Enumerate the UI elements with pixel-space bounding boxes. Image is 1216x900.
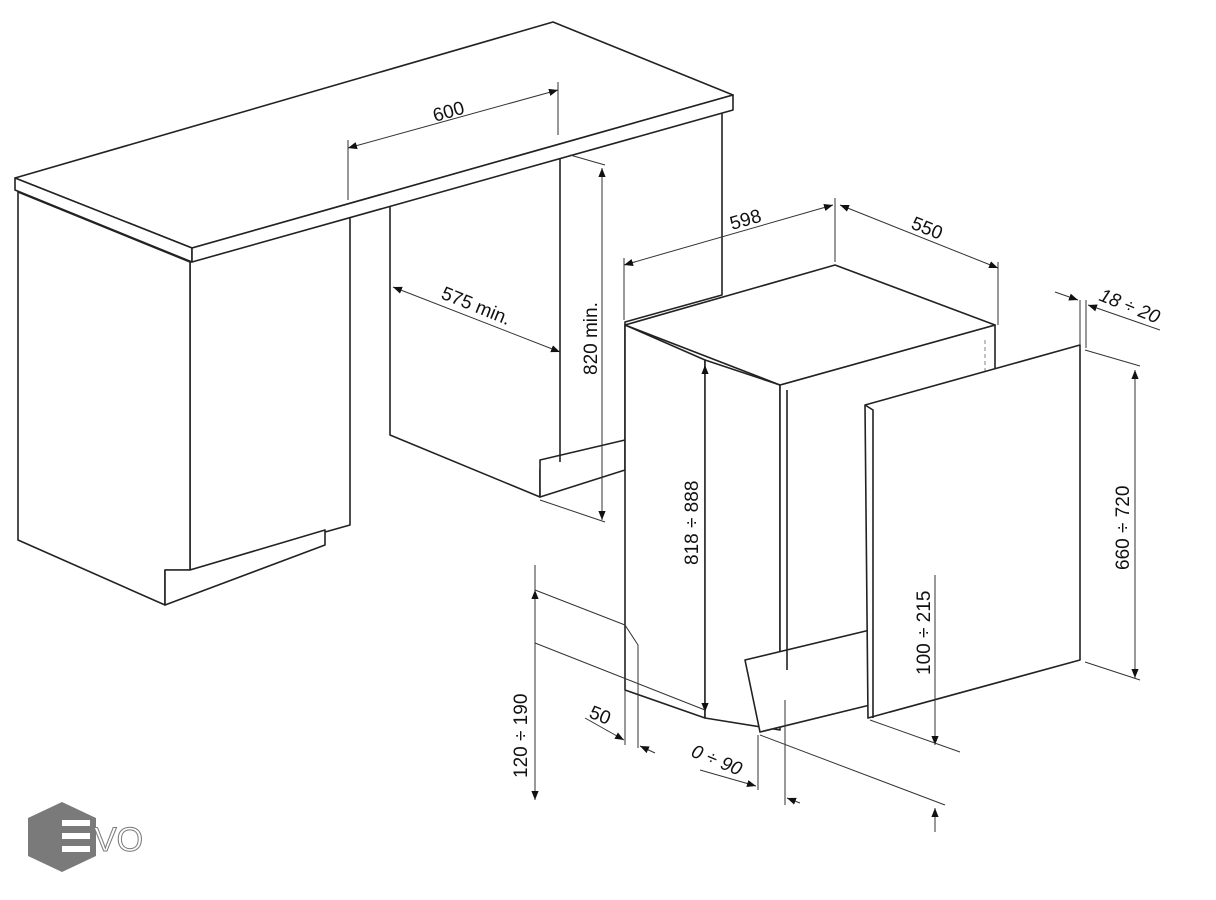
label-598: 598 xyxy=(728,206,764,235)
dimension-lines xyxy=(347,82,1161,832)
label-820-min: 820 min. xyxy=(581,302,602,375)
label-18-20: 18 ÷ 20 xyxy=(1096,285,1163,328)
label-818-888: 818 ÷ 888 xyxy=(682,481,703,565)
label-550: 550 xyxy=(908,213,945,244)
label-120-190: 120 ÷ 190 xyxy=(511,694,532,778)
svg-text:VO: VO xyxy=(94,821,143,859)
evo-logo: VO xyxy=(28,802,144,872)
label-660-720: 660 ÷ 720 xyxy=(1113,486,1134,570)
label-100-215: 100 ÷ 215 xyxy=(914,591,935,675)
door-panel xyxy=(864,344,1081,719)
label-50: 50 xyxy=(586,702,613,729)
